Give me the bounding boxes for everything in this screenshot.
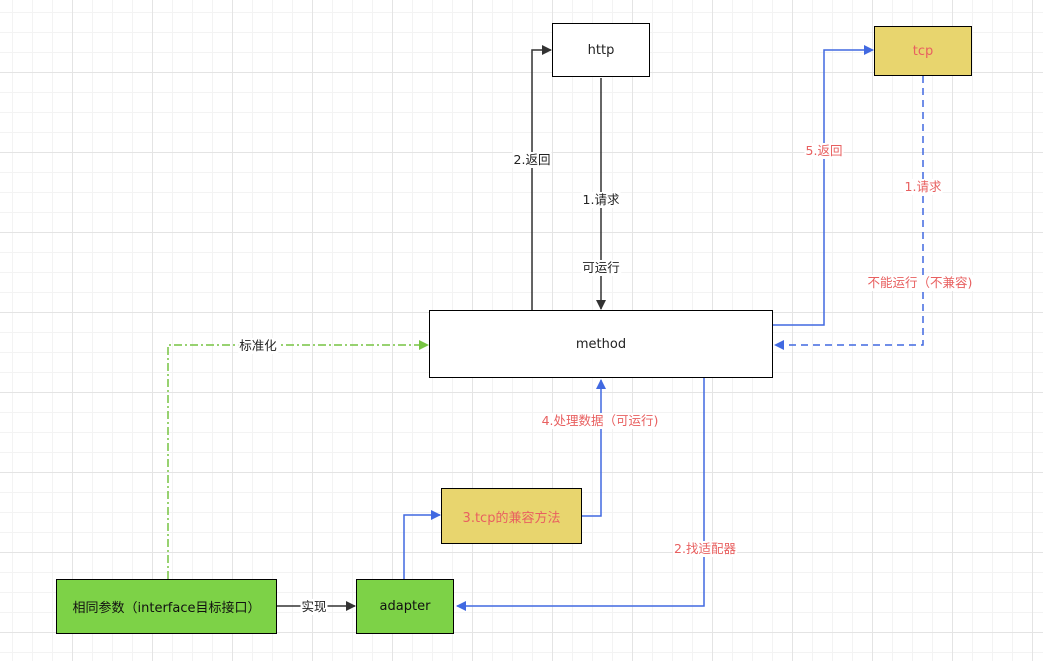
edge-tcp-request — [774, 76, 924, 350]
tcp-compat-node[interactable]: 3.tcp的兼容方法 — [441, 488, 582, 544]
label-tcp-not-runnable: 不能运行（不兼容) — [866, 275, 974, 291]
http-node-label: http — [587, 42, 615, 58]
tcp-compat-node-label: 3.tcp的兼容方法 — [462, 510, 561, 526]
edge-adapter-to-compat — [403, 510, 441, 579]
method-node-label: method — [575, 336, 627, 352]
edge-standardize — [167, 340, 429, 579]
params-node[interactable]: 相同参数（interface目标接口） — [56, 579, 277, 634]
label-http-return: 2.返回 — [512, 152, 552, 168]
label-find-adapter: 2.找适配器 — [673, 541, 737, 557]
method-node[interactable]: method — [429, 310, 773, 378]
label-standardize: 标准化 — [238, 338, 278, 354]
http-node[interactable]: http — [552, 23, 650, 77]
label-tcp-return: 5.返回 — [804, 143, 844, 159]
params-node-label: 相同参数（interface目标接口） — [72, 601, 261, 616]
tcp-node-label: tcp — [912, 43, 934, 59]
tcp-node[interactable]: tcp — [874, 26, 972, 76]
edge-tcp-return — [773, 45, 874, 326]
edge-http-return — [531, 45, 552, 310]
label-tcp-request: 1.请求 — [903, 179, 943, 195]
edge-process-data — [582, 379, 606, 517]
adapter-node-label: adapter — [379, 599, 431, 614]
label-implement: 实现 — [300, 599, 328, 615]
label-http-request: 1.请求 — [581, 192, 621, 208]
label-http-runnable: 可运行 — [581, 260, 621, 276]
label-process-data: 4.处理数据（可运行) — [540, 413, 660, 429]
adapter-node[interactable]: adapter — [356, 579, 454, 634]
edge-find-adapter — [456, 378, 705, 611]
